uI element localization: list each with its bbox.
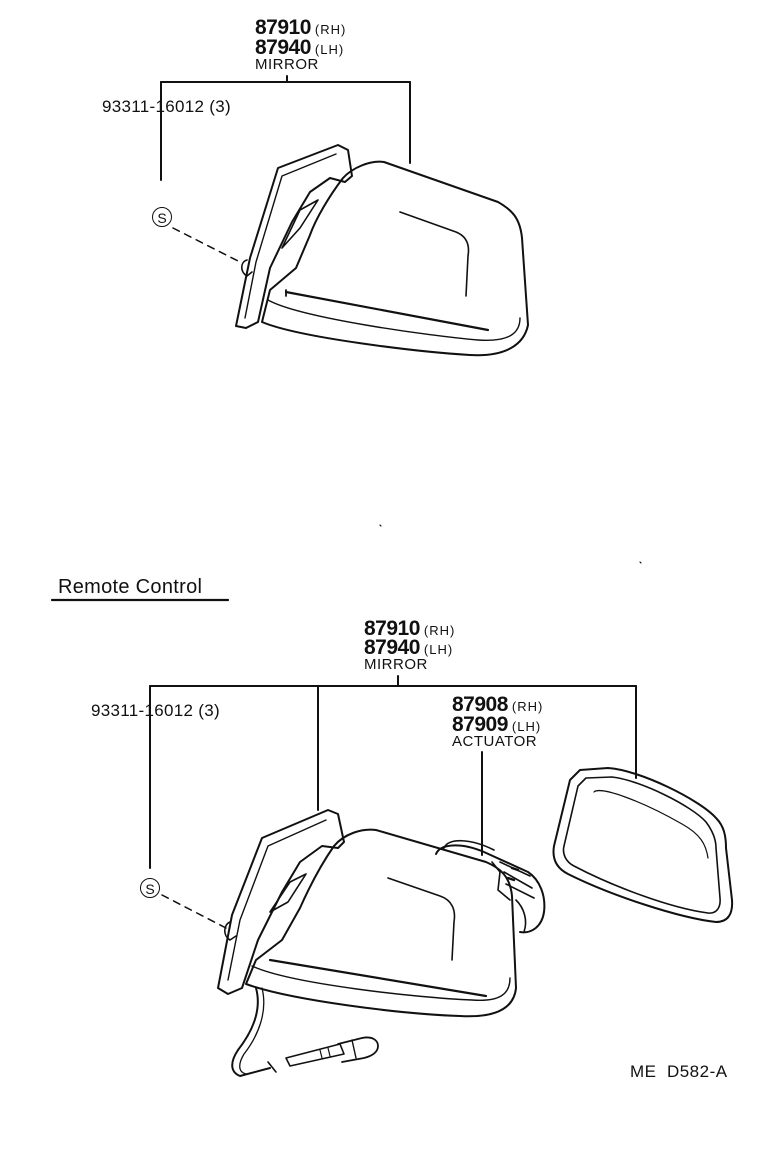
lower-mirror-rh-side: (RH) xyxy=(423,623,456,638)
upper-mirror-rh-side: (RH) xyxy=(314,22,347,37)
upper-mirror-rh-part: 87910 xyxy=(255,16,311,39)
upper-mirror-assembly xyxy=(235,144,529,357)
upper-mirror-lh-part: 87940 xyxy=(255,36,311,59)
actuator-assembly xyxy=(435,839,546,934)
upper-mirror-rh-label: 87910(RH) xyxy=(255,17,346,38)
scan-specks xyxy=(379,524,642,564)
lower-mirror-lh-label: 87940(LH) xyxy=(364,637,453,658)
lower-mirror-cable xyxy=(231,987,271,1077)
lower-mirror-assembly xyxy=(217,809,517,1077)
actuator-name: ACTUATOR xyxy=(452,733,538,750)
upper-mirror-lh-label: 87940(LH) xyxy=(255,37,344,58)
lower-mirror-housing xyxy=(245,828,517,1018)
mirror-glass-outer xyxy=(552,767,734,923)
actuator-rh-label: 87908(RH) xyxy=(452,694,543,715)
actuator-rh-side: (RH) xyxy=(511,699,544,714)
lower-leader-lines xyxy=(149,675,637,929)
actuator-lh-part: 87909 xyxy=(452,713,508,736)
upper-mirror-housing xyxy=(261,160,529,357)
upper-leader-lines xyxy=(160,75,411,263)
lower-mirror-name: MIRROR xyxy=(364,656,428,673)
lower-mirror-connector xyxy=(285,1043,345,1067)
actuator-lh-label: 87909(LH) xyxy=(452,714,541,735)
lower-mirror-lh-side: (LH) xyxy=(423,642,454,657)
upper-mirror-base-plate xyxy=(235,144,353,329)
lower-screw-symbol: S xyxy=(140,878,160,898)
mirror-glass-assembly xyxy=(552,767,734,923)
lower-mirror-lh-part: 87940 xyxy=(364,636,420,659)
lower-mirror-base-plate xyxy=(217,809,345,995)
lower-screw-label: 93311-16012 (3) xyxy=(91,701,220,720)
actuator-rh-part: 87908 xyxy=(452,693,508,716)
actuator-lh-side: (LH) xyxy=(511,719,542,734)
diagram-code: ME D582-A xyxy=(630,1062,728,1081)
upper-screw-label: 93311-16012 (3) xyxy=(102,97,231,116)
section-title: Remote Control xyxy=(58,576,203,598)
upper-screw-symbol: S xyxy=(152,207,172,227)
upper-mirror-name: MIRROR xyxy=(255,56,319,73)
lower-mirror-rh-label: 87910(RH) xyxy=(364,618,455,639)
upper-mirror-lh-side: (LH) xyxy=(314,42,345,57)
lower-mirror-rh-part: 87910 xyxy=(364,617,420,640)
